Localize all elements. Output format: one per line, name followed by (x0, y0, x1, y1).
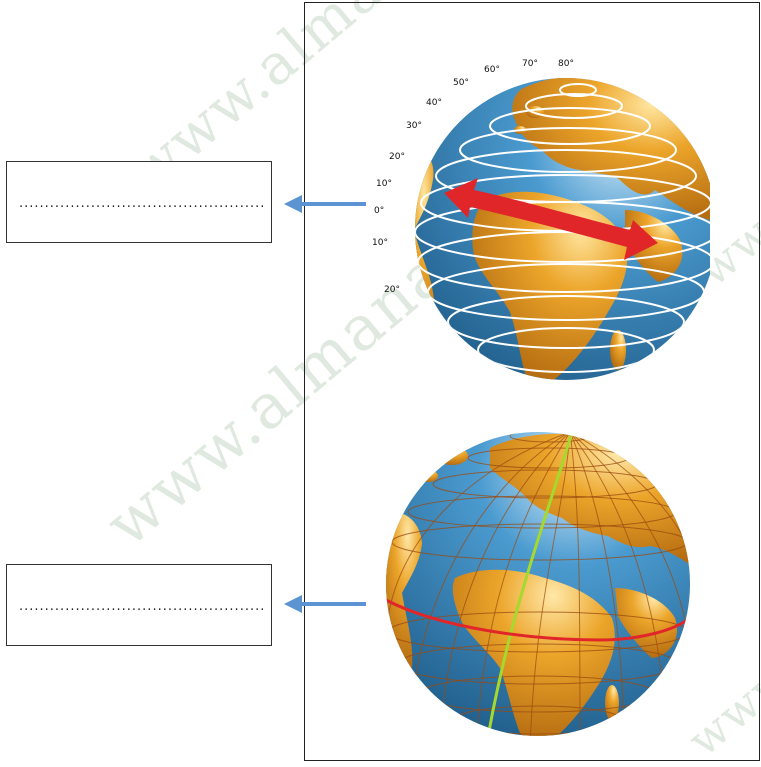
globe-latitude-illustration: 80° 70° 60° 50° 40° 30° 20° 10° 0° 10° 2… (370, 50, 710, 400)
latitude-label: 30° (406, 121, 422, 131)
globe-longitude-illustration (380, 418, 700, 748)
answer-dots: ........................................… (19, 196, 265, 211)
latitude-label: 0° (374, 206, 384, 216)
latitude-label: 70° (522, 59, 538, 69)
latitude-label: 10° (376, 179, 392, 189)
latitude-label: 50° (453, 78, 469, 88)
arrow-left-icon (282, 594, 366, 614)
answer-box-latitude[interactable]: ........................................… (6, 161, 272, 243)
latitude-label: 10° (372, 238, 388, 248)
arrow-left-icon (282, 194, 366, 214)
latitude-label: 40° (426, 98, 442, 108)
answer-box-longitude[interactable]: ........................................… (6, 564, 272, 646)
latitude-label: 60° (484, 65, 500, 75)
latitude-label: 80° (558, 59, 574, 69)
latitude-label: 20° (384, 285, 400, 295)
answer-dots: ........................................… (19, 599, 265, 614)
latitude-label: 20° (389, 152, 405, 162)
